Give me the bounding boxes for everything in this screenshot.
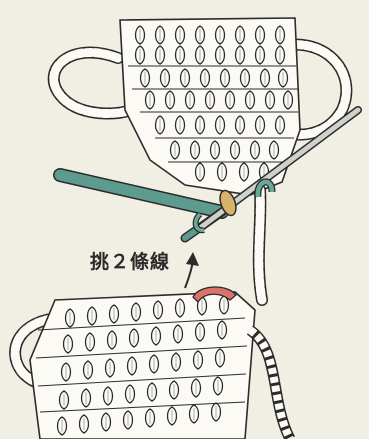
- top-fabric: [54, 18, 347, 195]
- annotation-label: 挑２條線: [90, 247, 170, 274]
- arrow-up-icon: [185, 252, 199, 288]
- bottom-fabric: [15, 292, 290, 439]
